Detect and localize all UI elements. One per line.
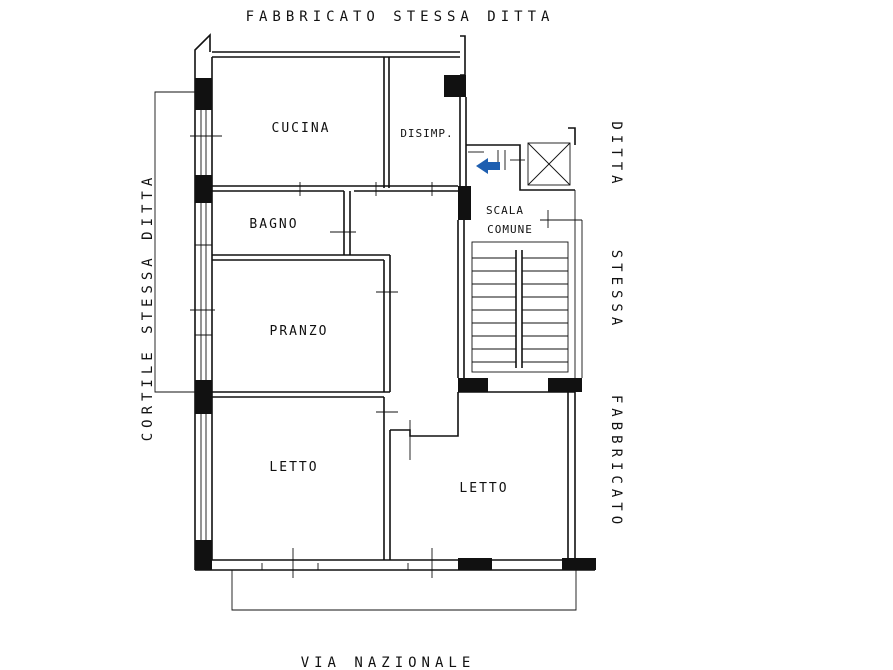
door-marks: [203, 135, 433, 460]
room-label-disimp: DISIMP.: [400, 127, 453, 140]
outer-walls: [194, 33, 596, 571]
room-label-letto-right: LETTO: [459, 481, 508, 496]
bottom-windows: [261, 548, 433, 578]
room-label-letto-left: LETTO: [269, 460, 318, 475]
edge-label-left: CORTILE STESSA DITTA: [140, 173, 156, 442]
edge-label-bottom: VIA NAZIONALE: [301, 655, 476, 670]
courtyard-balcony: [154, 91, 195, 393]
bottom-balcony: [231, 570, 577, 611]
room-label-scala: SCALA: [486, 204, 524, 217]
interior-walls: [212, 57, 575, 560]
edge-label-right-mid: STESSA: [608, 250, 624, 331]
staircase: [466, 127, 583, 378]
pillars: [195, 75, 596, 570]
left-windows: [190, 110, 215, 540]
room-label-bagno: BAGNO: [249, 217, 298, 232]
room-label-cucina: CUCINA: [272, 121, 331, 136]
edge-label-top: FABBRICATO STESSA DITTA: [246, 9, 555, 25]
arrow-left-icon: [476, 158, 500, 174]
edge-label-right-top: DITTA: [608, 121, 624, 188]
room-label-comune: COMUNE: [487, 223, 533, 236]
edge-label-right-bottom: FABBRICATO: [608, 395, 624, 529]
room-label-pranzo: PRANZO: [270, 324, 329, 339]
